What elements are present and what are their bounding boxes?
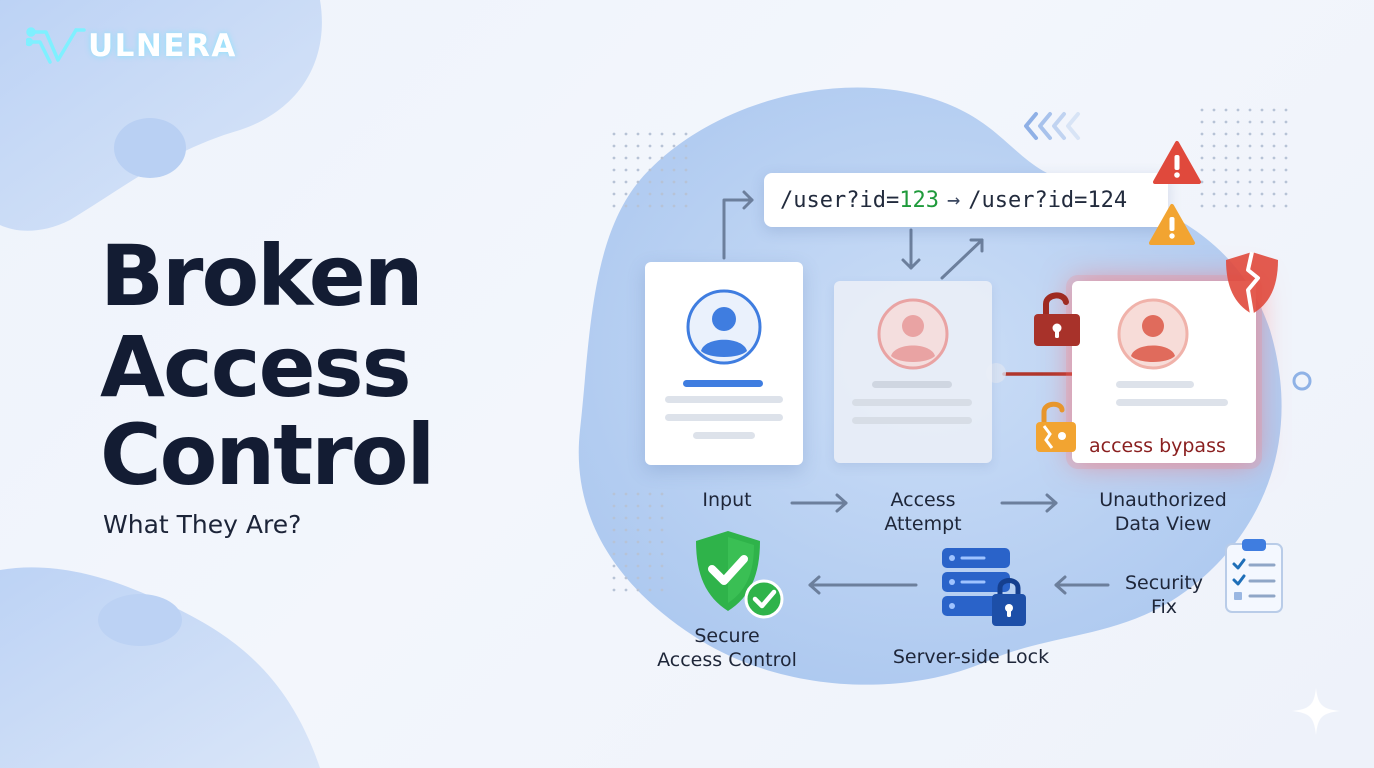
flow-label-attempt-l1: Access	[890, 489, 956, 511]
title-line-3: Control	[100, 406, 435, 504]
card-bar	[872, 381, 952, 388]
warning-red-icon	[1153, 141, 1201, 184]
subtitle: What They Are?	[103, 510, 302, 539]
access-bypass-badge: access bypass	[1089, 435, 1226, 457]
broken-padlock-icon	[1036, 401, 1076, 452]
card-bar	[1116, 399, 1228, 406]
card-bar	[665, 396, 783, 403]
flow-label-view-l2: Data View	[1114, 513, 1212, 535]
url-to-id: 124	[1087, 187, 1128, 213]
flow-label-secure-l2: Access Control	[657, 649, 797, 671]
title-line-2: Access	[100, 318, 412, 416]
flow-label-view-l1: Unauthorized	[1099, 489, 1227, 511]
unlocked-padlock-icon	[1034, 292, 1080, 346]
url-arrow: →	[946, 187, 961, 213]
card-bar	[852, 417, 972, 424]
arrow-input-to-url	[722, 198, 754, 260]
broken-shield-icon	[1226, 251, 1278, 315]
attempt-card	[834, 281, 992, 463]
secure-shield-icon	[696, 531, 784, 619]
flow-label-input: Input	[702, 489, 752, 511]
flow-label-fix-l2: Fix	[1150, 596, 1178, 618]
card-bar	[852, 399, 972, 406]
url-from-id: 123	[899, 187, 939, 213]
flow-label-attempt-l2: Attempt	[884, 513, 962, 535]
flow-label-lock: Server-side Lock	[892, 646, 1050, 668]
card-bar	[693, 432, 755, 439]
warning-orange-icon	[1149, 204, 1195, 245]
flow-label-secure-l1: Secure	[694, 625, 760, 647]
logo: ULNERA	[26, 22, 237, 70]
checklist-clipboard-icon	[1225, 539, 1283, 613]
url-from-prefix: /user?id=	[780, 187, 900, 213]
card-bar	[1116, 381, 1194, 388]
title-line-1: Broken	[100, 227, 424, 325]
input-card	[645, 262, 803, 465]
user-avatar-icon	[686, 289, 762, 365]
arrow-attempt-to-url	[940, 238, 984, 280]
unauthorized-card	[1072, 281, 1256, 463]
url-bar: /user?id=123 → /user?id=124	[764, 173, 1168, 227]
user-avatar-icon	[877, 298, 949, 370]
v-circuit-logo-icon	[26, 27, 86, 64]
logo-text: ULNERA	[88, 28, 237, 64]
server-lock-icon	[942, 548, 1026, 626]
card-bar	[683, 380, 763, 387]
flow-label-fix-l1: Security	[1124, 572, 1204, 594]
user-avatar-icon	[1117, 298, 1189, 370]
url-to-prefix: /user?id=	[968, 187, 1088, 213]
card-bar	[665, 414, 783, 421]
